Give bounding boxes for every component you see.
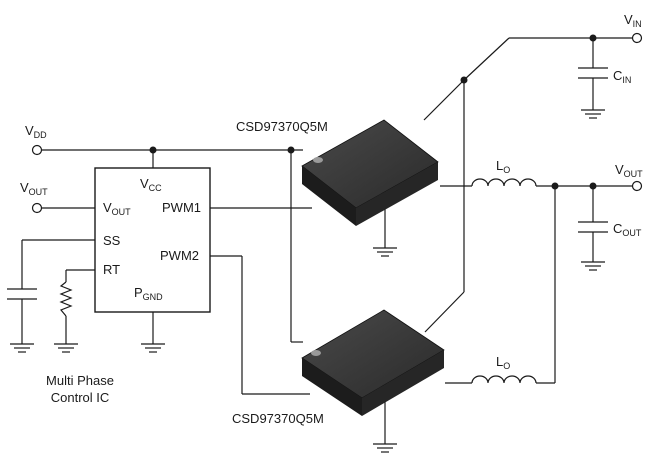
lo1-label: LO bbox=[496, 158, 510, 175]
ic-ss-pin: SS bbox=[103, 233, 121, 248]
vin-terminal[interactable] bbox=[631, 32, 643, 44]
ground-pgnd bbox=[141, 343, 165, 353]
vout-input-terminal[interactable] bbox=[31, 202, 43, 214]
ic-pwm2-pin: PWM2 bbox=[160, 248, 199, 263]
vdd-terminal[interactable] bbox=[31, 144, 43, 156]
vout-input-label: VOUT bbox=[20, 180, 48, 197]
junction-dots bbox=[149, 34, 597, 190]
vout-output-label: VOUT bbox=[615, 162, 643, 179]
inductor-lo2 bbox=[471, 375, 537, 384]
inductor-lo1 bbox=[471, 178, 537, 187]
bottom-part-number: CSD97370Q5M bbox=[232, 411, 324, 426]
controller-caption-line2: Control IC bbox=[51, 390, 110, 405]
ground-cin bbox=[581, 109, 605, 119]
controller-caption-line1: Multi Phase bbox=[46, 373, 114, 388]
ground-ss bbox=[10, 343, 34, 353]
vout-output-terminal[interactable] bbox=[631, 180, 643, 192]
control-ic-body bbox=[94, 167, 211, 313]
cout-label: COUT bbox=[613, 221, 642, 238]
ic-pgnd-pin: PGND bbox=[134, 285, 163, 302]
vin-label: VIN bbox=[624, 12, 642, 29]
cout-capacitor bbox=[578, 221, 608, 233]
ic-rt-pin: RT bbox=[103, 262, 120, 277]
top-power-stage-chip bbox=[301, 119, 439, 226]
ground-cout bbox=[581, 261, 605, 271]
vdd-label: VDD bbox=[25, 123, 47, 140]
ic-pwm1-pin: PWM1 bbox=[162, 200, 201, 215]
ic-vout-pin: VOUT bbox=[103, 200, 131, 217]
ground-bottom-chip bbox=[373, 443, 397, 453]
cin-label: CIN bbox=[613, 68, 631, 85]
lo2-label: LO bbox=[496, 354, 510, 371]
ground-rt bbox=[54, 343, 78, 353]
top-part-number: CSD97370Q5M bbox=[236, 119, 328, 134]
ground-top-chip bbox=[373, 247, 397, 257]
rt-resistor bbox=[59, 281, 73, 317]
bottom-power-stage-chip bbox=[301, 309, 445, 416]
cin-capacitor bbox=[578, 67, 608, 79]
ss-capacitor bbox=[7, 288, 37, 300]
ic-vcc-pin: VCC bbox=[140, 176, 162, 193]
